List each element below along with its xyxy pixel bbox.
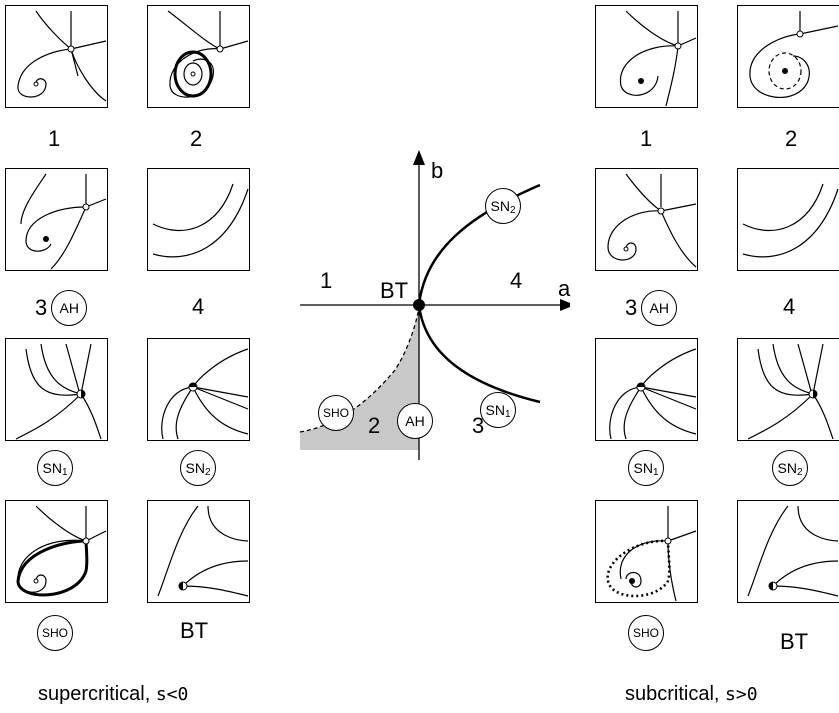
phase-portrait-left-2 — [147, 5, 250, 108]
phase-portrait-right-2 — [737, 5, 839, 108]
shaded-region — [300, 308, 419, 450]
badge-sn1-left-text: SN — [42, 460, 62, 476]
panel-label-left-1: 1 — [48, 126, 61, 151]
badge-sn2-center-text: SN — [490, 198, 510, 214]
phase-portrait-right-sn1 — [595, 338, 698, 441]
region-label-2: 2 — [368, 413, 381, 438]
phase-portrait-left-sho — [5, 500, 108, 603]
caption-left-text: supercritical, — [38, 683, 156, 705]
region-label-4: 4 — [510, 268, 523, 293]
panel-label-right-bt: BT — [780, 629, 809, 654]
caption-right: subcritical, s>0 — [625, 683, 758, 706]
panel-label-left-2: 2 — [190, 126, 203, 151]
phase-portrait-right-bt — [737, 500, 839, 603]
bifurcation-svg — [299, 150, 575, 460]
badge-sho-left: SHO — [37, 615, 73, 651]
badge-sn1-right-text: SN — [633, 460, 653, 476]
badge-sho-center: SHO — [318, 395, 354, 431]
axis-a-arrow — [560, 299, 575, 311]
caption-left-math: s<0 — [155, 684, 189, 705]
phase-portrait-right-4 — [737, 168, 839, 271]
sho-curve — [299, 307, 420, 433]
axis-label-a: a — [558, 276, 571, 301]
phase-portrait-left-sn1 — [5, 338, 108, 441]
axis-label-b: b — [431, 158, 444, 183]
panel-label-right-4: 4 — [783, 294, 796, 319]
panel-label-right-3: 3 AH — [625, 290, 678, 326]
bt-label: BT — [380, 278, 409, 303]
badge-sn1-center-sub: 1 — [504, 408, 511, 420]
badge-ah-center: AH — [397, 403, 433, 439]
region-label-1: 1 — [320, 268, 333, 293]
badge-sn1-right-sub: 1 — [652, 466, 659, 478]
panel-label-right-1: 1 — [640, 126, 653, 151]
phase-portrait-right-1 — [595, 5, 698, 108]
badge-sn1-left-sub: 1 — [61, 466, 68, 478]
panel-label-left-bt: BT — [180, 618, 209, 643]
region-label-3: 3 — [472, 413, 485, 438]
badge-ah-left: AH — [51, 290, 88, 326]
bt-point — [413, 299, 425, 311]
phase-portrait-right-sho — [595, 500, 698, 603]
phase-portrait-left-sn2 — [147, 338, 250, 441]
caption-right-math: s>0 — [725, 684, 758, 705]
phase-portrait-left-bt — [147, 500, 250, 603]
phase-portrait-left-3 — [5, 168, 108, 271]
panel-label-left-3-text: 3 — [35, 295, 48, 320]
phase-portrait-right-3 — [595, 168, 698, 271]
badge-sn1-center-text: SN — [485, 402, 505, 418]
badge-sn2-right-sub: 2 — [796, 466, 803, 478]
badge-sn2-left-sub: 2 — [204, 466, 211, 478]
badge-ah-right: AH — [641, 290, 678, 326]
phase-portrait-right-sn2 — [737, 338, 839, 441]
caption-left: supercritical, s<0 — [38, 683, 188, 706]
badge-sn2-right-text: SN — [777, 460, 797, 476]
sn1-curve — [417, 304, 541, 404]
phase-portrait-left-1 — [5, 5, 108, 108]
badge-sn2-center-sub: 2 — [509, 204, 516, 216]
caption-right-text: subcritical, — [625, 683, 726, 705]
badge-sho-right: SHO — [628, 615, 664, 651]
axis-b-arrow — [413, 150, 425, 165]
badge-sn2-left-text: SN — [185, 460, 205, 476]
panel-label-left-4: 4 — [192, 294, 205, 319]
panel-label-right-3-text: 3 — [625, 295, 638, 320]
panel-label-left-3: 3 AH — [35, 290, 88, 326]
phase-portrait-left-4 — [147, 168, 250, 271]
panel-label-right-2: 2 — [785, 126, 798, 151]
